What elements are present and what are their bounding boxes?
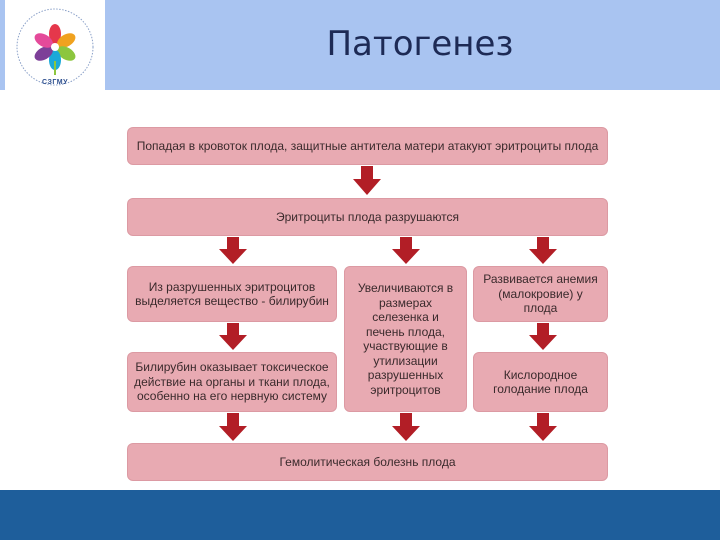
box-anemia: Развивается анемия (малокровие) у плода xyxy=(473,266,608,322)
box-spleen-liver-enlarged: Увеличиваются в размерах селезенка и печ… xyxy=(344,266,467,412)
arrow-down-icon xyxy=(529,413,557,441)
flower-logo-icon xyxy=(16,8,94,86)
arrow-down-icon xyxy=(219,323,247,350)
box-erythrocytes-destroyed: Эритроциты плода разрушаются xyxy=(127,198,608,236)
header-band xyxy=(0,0,720,90)
box-bilirubin-released: Из разрушенных эритроцитов выделяется ве… xyxy=(127,266,337,322)
arrow-down-icon xyxy=(219,413,247,441)
logo-text: СЗГМУ xyxy=(41,79,68,86)
footer-band xyxy=(0,490,720,540)
box-antibodies-attack: Попадая в кровоток плода, защитные антит… xyxy=(127,127,608,165)
arrow-down-icon xyxy=(392,237,420,264)
arrow-down-icon xyxy=(353,166,381,195)
arrow-down-icon xyxy=(529,237,557,264)
arrow-down-icon xyxy=(392,413,420,441)
page-title: Патогенез xyxy=(326,24,514,64)
arrow-down-icon xyxy=(529,323,557,350)
arrow-down-icon xyxy=(219,237,247,264)
box-bilirubin-toxic: Билирубин оказывает токсическое действие… xyxy=(127,352,337,412)
box-hemolytic-disease: Гемолитическая болезнь плода xyxy=(127,443,608,481)
logo: СЗГМУ xyxy=(5,0,105,92)
box-oxygen-starvation: Кислородное голодание плода xyxy=(473,352,608,412)
